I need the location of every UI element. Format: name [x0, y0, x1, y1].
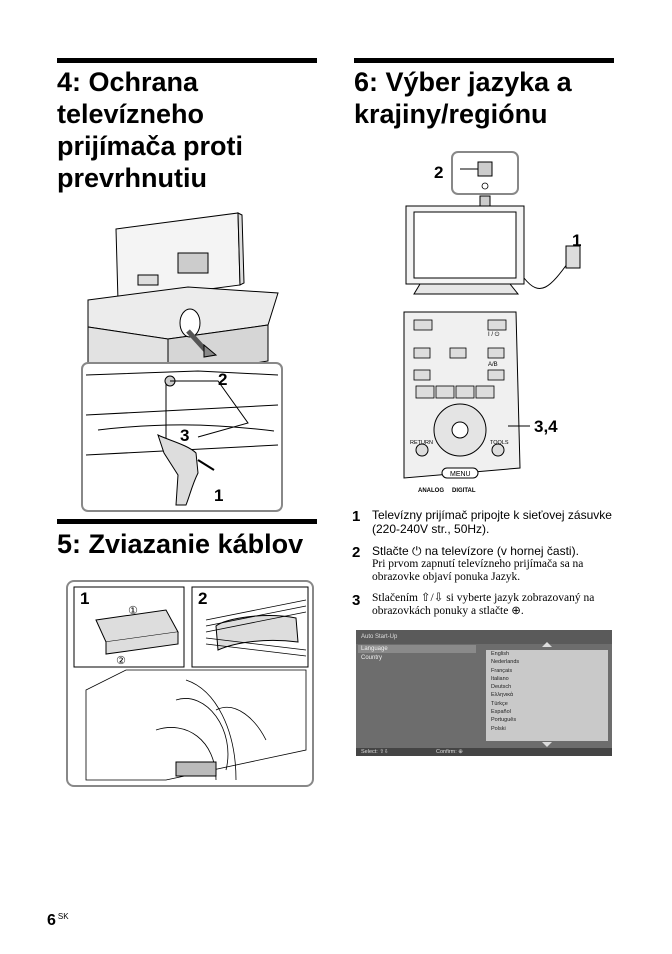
step-number: 3: [352, 592, 361, 609]
section4-callout-2: 2: [218, 370, 227, 389]
step-marker-2: ②: [116, 654, 126, 667]
step-text: Stlačte ⏻ na televízore (v hornej časti)…: [372, 544, 579, 558]
screen-footer: Select: ⇧⇩ Confirm: ⊕: [356, 748, 612, 756]
language-option[interactable]: Español: [491, 709, 511, 716]
section5-title: 5: Zviazanie káblov: [57, 529, 304, 559]
section5-rule: [57, 519, 317, 524]
section4-title-line: prevrhnutiu: [57, 163, 208, 193]
section6-title-line: krajiny/regiónu: [354, 99, 548, 129]
section6-title-line: 6: Výber jazyka a: [354, 67, 572, 97]
menu-item-country[interactable]: Country: [361, 655, 383, 661]
step-1: 1 Televízny prijímač pripojte k sieťovej…: [352, 508, 622, 536]
scroll-up-icon[interactable]: [542, 642, 552, 647]
menu-item-language[interactable]: Language: [358, 645, 476, 653]
section4-callout-3: 3: [180, 426, 189, 445]
auto-startup-screen: Auto Start-Up Language Country English N…: [356, 630, 612, 756]
language-option[interactable]: Türkçe: [491, 700, 508, 707]
step-number: 1: [352, 508, 361, 525]
section4-title-line: prijímača proti: [57, 131, 244, 161]
remote-menu-label: MENU: [450, 471, 471, 478]
remote-digital-label: DIGITAL: [452, 488, 476, 494]
footer-select: Select: ⇧⇩: [361, 749, 389, 755]
language-option[interactable]: Polski: [491, 725, 506, 732]
language-list: English Nederlands Français Italiano Deu…: [486, 650, 608, 741]
step-2: 2 Stlačte ⏻ na televízore (v hornej čast…: [352, 544, 622, 584]
remote-return-label: RETURN: [410, 440, 433, 446]
remote-analog-label: ANALOG: [418, 488, 444, 494]
section4-title-line: 4: Ochrana: [57, 67, 199, 97]
section6-title: 6: Výber jazyka a krajiny/regiónu: [354, 66, 572, 130]
step-text: Televízny prijímač pripojte k sieťovej z…: [372, 508, 612, 536]
remote-power-label: I / ⏻: [488, 331, 500, 338]
remote-tools-label: TOOLS: [490, 440, 509, 446]
screen-title: Auto Start-Up: [356, 630, 612, 644]
steps-list: 1 Televízny prijímač pripojte k sieťovej…: [352, 508, 622, 626]
tv-stand-illustration: 2 3 1: [81, 212, 283, 512]
language-option[interactable]: Ελληνικά: [491, 692, 514, 699]
page-number-value: 6: [47, 912, 56, 929]
section6-callout-2: 2: [434, 163, 443, 182]
step-subtext: Stlačením ⇧/⇩ si vyberte jazyk zobrazova…: [372, 592, 595, 617]
section5-callout-2: 2: [198, 589, 207, 608]
language-option[interactable]: Deutsch: [491, 684, 512, 691]
step-3: 3 Stlačením ⇧/⇩ si vyberte jazyk zobrazo…: [352, 592, 622, 618]
language-option[interactable]: English: [491, 651, 510, 657]
section4-title-line: televízneho: [57, 99, 205, 129]
language-option[interactable]: Português: [491, 717, 517, 724]
section6-callout-34: 3,4: [534, 417, 558, 436]
step-number: 2: [352, 544, 361, 561]
page-language: SK: [57, 912, 69, 921]
section5-callout-1: 1: [80, 589, 89, 608]
section6-rule: [354, 58, 614, 63]
section6-callout-1: 1: [572, 231, 581, 250]
language-option[interactable]: Français: [491, 667, 513, 674]
cable-bundle-illustration: 1 2 ① ②: [66, 580, 314, 787]
section4-title: 4: Ochrana televízneho prijímača proti p…: [57, 66, 243, 194]
section4-callout-1: 1: [214, 486, 223, 505]
step-marker-1: ①: [128, 604, 138, 617]
tv-remote-illustration: I / ⏻ A/B RETURN TOOLS MENU ANALOG DIGIT…: [403, 151, 581, 494]
step-subtext: Pri prvom zapnutí televízneho prijímača …: [372, 558, 584, 583]
section4-rule: [57, 58, 317, 63]
language-option[interactable]: Nederlands: [491, 659, 520, 666]
footer-confirm: Confirm: ⊕: [436, 749, 463, 755]
language-option[interactable]: Italiano: [491, 675, 509, 682]
scroll-down-icon[interactable]: [542, 742, 552, 747]
remote-ab-label: A/B: [488, 362, 498, 368]
